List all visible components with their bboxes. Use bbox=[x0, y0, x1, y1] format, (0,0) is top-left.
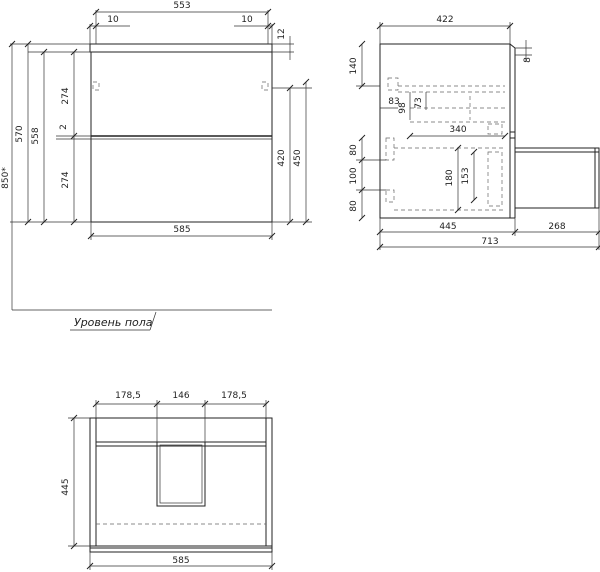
floor-level-label: Уровень пола bbox=[74, 316, 153, 329]
dim-top-thickness: 12 bbox=[277, 28, 287, 39]
front-right-fixing-mark bbox=[261, 81, 269, 91]
front-countertop bbox=[89, 43, 273, 53]
side-view: 422 8 140 83 98 73 340 80 100 bbox=[349, 15, 600, 251]
front-view: 553 10 10 12 850* 570 558 bbox=[1, 1, 312, 331]
dim-offset-98: 98 bbox=[398, 102, 408, 114]
top-front-panel bbox=[89, 545, 273, 553]
dim-right-450: 450 bbox=[293, 149, 303, 166]
extended-drawer bbox=[514, 147, 600, 209]
side-cabinet-body bbox=[379, 43, 511, 219]
siphon-cutout bbox=[156, 441, 206, 507]
dim-top-gap: 8 bbox=[523, 57, 533, 63]
dim-offset-73: 73 bbox=[414, 97, 424, 108]
dim-section-right: 178,5 bbox=[221, 391, 247, 401]
dim-offset-80-lower: 80 bbox=[349, 200, 359, 212]
dim-width-total: 585 bbox=[173, 225, 190, 235]
front-cabinet-body bbox=[90, 51, 273, 223]
dim-width-top: 553 bbox=[173, 1, 190, 11]
dim-depth-body: 445 bbox=[439, 222, 456, 232]
top-inner-outline bbox=[95, 417, 267, 547]
dim-offset-340: 340 bbox=[449, 125, 466, 135]
dim-depth-top: 422 bbox=[436, 15, 453, 25]
dim-section-middle: 146 bbox=[172, 391, 189, 401]
dim-offset-140: 140 bbox=[349, 57, 359, 74]
top-view: 178,5 146 178,5 445 585 bbox=[61, 391, 276, 570]
dim-height-inner: 558 bbox=[31, 127, 41, 144]
dim-offset-100: 100 bbox=[349, 167, 359, 184]
front-left-fixing-mark bbox=[92, 81, 100, 91]
dim-offset-153: 153 bbox=[461, 167, 471, 184]
dim-top-width: 585 bbox=[172, 556, 189, 566]
dim-drawer-top: 274 bbox=[61, 87, 71, 104]
dim-height-floor: 850* bbox=[1, 167, 11, 189]
dim-offset-180: 180 bbox=[445, 169, 455, 186]
dim-depth-total: 713 bbox=[481, 237, 498, 247]
dim-drawer-extension: 268 bbox=[548, 222, 565, 232]
dim-right-420: 420 bbox=[277, 149, 287, 166]
top-cabinet-outline bbox=[89, 417, 273, 549]
dim-offset-80-upper: 80 bbox=[349, 144, 359, 156]
dim-drawer-bottom: 274 bbox=[61, 171, 71, 188]
dim-section-left: 178,5 bbox=[115, 391, 141, 401]
dim-offset-83: 83 bbox=[388, 97, 399, 107]
dim-inset-right: 10 bbox=[241, 15, 253, 25]
dim-drawer-gap: 2 bbox=[59, 124, 69, 130]
dim-height-total: 570 bbox=[15, 125, 25, 142]
dim-inset-left: 10 bbox=[107, 15, 119, 25]
dim-top-depth: 445 bbox=[61, 478, 71, 495]
